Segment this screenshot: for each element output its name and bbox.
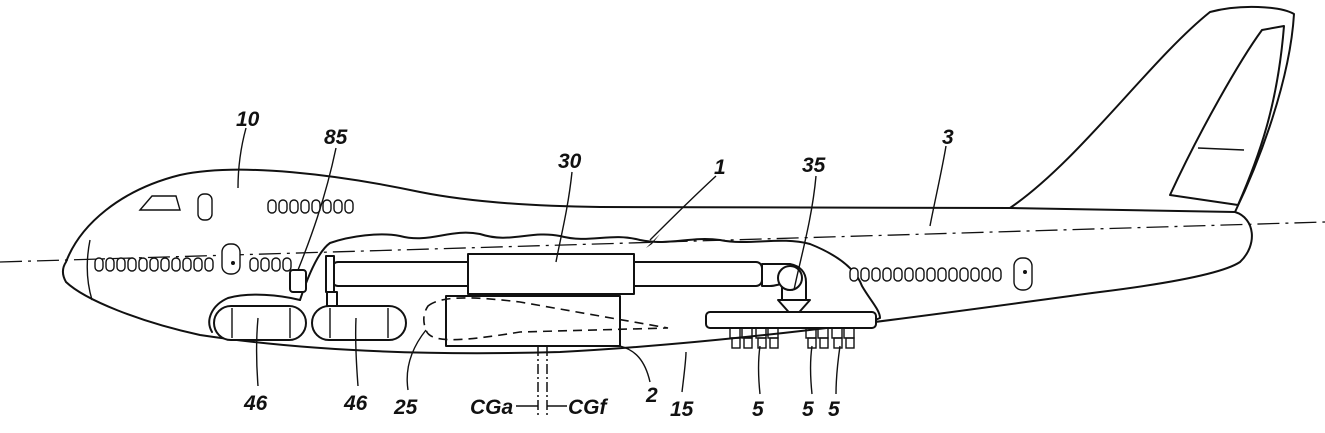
leader-2 [619, 345, 651, 383]
landing-gear-wheels-front [729, 327, 779, 349]
landing-gear-housing [705, 311, 877, 329]
label-10: 10 [236, 108, 260, 131]
label-1: 1 [714, 156, 726, 179]
main-deck-front-windows [94, 257, 292, 272]
leader-5b [809, 345, 813, 395]
label-2: 2 [645, 384, 658, 407]
label-46-left: 46 [243, 392, 268, 415]
valve-35 [777, 299, 811, 319]
label-5-b: 5 [802, 398, 814, 421]
leader-46b [354, 317, 359, 387]
tube-30-left-flange [325, 255, 335, 293]
label-85: 85 [324, 126, 348, 149]
upper-deck-windows [267, 199, 354, 214]
component-85-box [289, 269, 307, 293]
landing-gear-wheels-rear [805, 327, 855, 349]
label-5-a: 5 [752, 398, 764, 421]
front-door-knob [231, 261, 235, 265]
leader-1-arrow [646, 234, 660, 248]
leader-3 [929, 145, 947, 227]
cutaway-lower-left [208, 293, 301, 333]
fuselage-outline [62, 168, 1253, 355]
wing-section-25 [423, 297, 669, 341]
leader-25 [406, 329, 427, 391]
label-5-c: 5 [828, 398, 840, 421]
label-3: 3 [942, 126, 954, 149]
upper-door [197, 193, 213, 221]
tank-30-center [467, 253, 635, 295]
main-deck-rear-windows [849, 267, 1002, 282]
tail-fin-inner [1169, 25, 1285, 206]
tank-46-left [213, 305, 307, 341]
label-30: 30 [558, 150, 582, 173]
label-cga: CGa [470, 396, 514, 419]
label-46-right: 46 [343, 392, 368, 415]
leader-30 [555, 171, 573, 263]
leader-5a [757, 345, 761, 395]
tail-fin [1009, 5, 1295, 213]
label-25: 25 [393, 396, 418, 419]
leader-46a [255, 317, 259, 387]
nose-bulkhead-line [86, 239, 93, 301]
leader-15 [681, 351, 687, 393]
front-door [221, 243, 241, 275]
leader-1 [649, 175, 717, 241]
leader-10 [237, 127, 247, 189]
rear-door-knob [1023, 270, 1027, 274]
label-cgf: CGf [568, 396, 609, 419]
cutaway-outline [299, 231, 881, 327]
cockpit-window [138, 195, 181, 211]
leader-85 [297, 147, 337, 271]
label-35: 35 [802, 154, 826, 177]
leader-35 [793, 175, 817, 291]
tube-30-left-post [326, 291, 338, 307]
tank-46-right [311, 305, 407, 341]
cargo-block-2 [445, 295, 621, 347]
rudder-line [1197, 147, 1245, 151]
leader-5c [835, 345, 841, 395]
elbow-joint [777, 265, 803, 291]
rear-door [1013, 257, 1033, 291]
label-15: 15 [670, 398, 694, 421]
